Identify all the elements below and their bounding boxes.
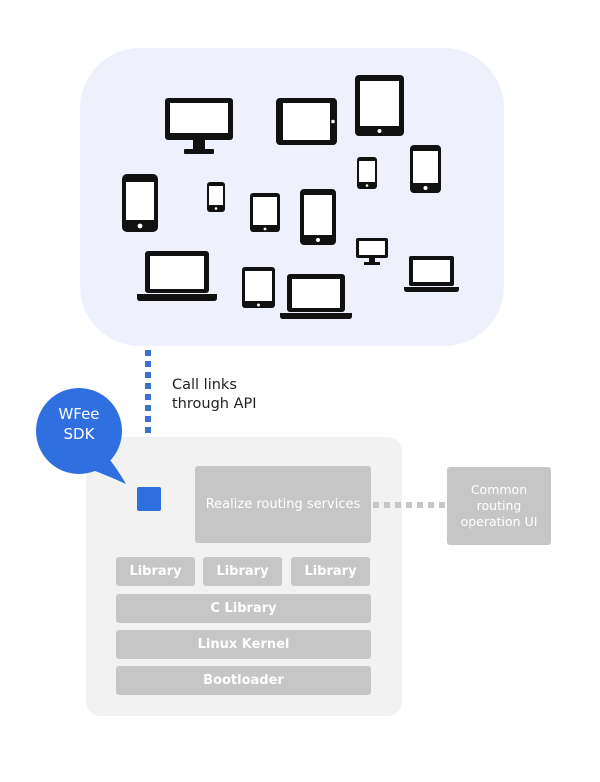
tablet-landscape-icon (275, 97, 338, 146)
library-box: Library (291, 557, 370, 586)
smartphone-icon (409, 144, 442, 194)
tablet-portrait-icon (241, 266, 276, 309)
smartphone-icon (356, 156, 378, 190)
api-call-label: Call links through API (172, 377, 257, 412)
routing-ui-connector (373, 502, 445, 508)
laptop-icon (137, 250, 217, 302)
laptop-icon (404, 255, 459, 293)
sdk-bubble-tail (70, 436, 126, 484)
smartphone-icon (121, 173, 159, 233)
tablet-portrait-icon (249, 192, 281, 233)
laptop-icon (280, 273, 352, 320)
sdk-module (137, 487, 161, 511)
library-box: Library (203, 557, 282, 586)
tablet-portrait-icon (299, 188, 337, 246)
linux-kernel-layer: Linux Kernel (116, 630, 371, 659)
api-connector-line (145, 350, 151, 484)
bootloader-layer: Bootloader (116, 666, 371, 695)
common-routing-ui-box: Common routing operation UI (447, 467, 551, 545)
library-box: Library (116, 557, 195, 586)
routing-services-box: Realize routing services (195, 466, 371, 543)
smartphone-icon (206, 181, 226, 213)
monitor-icon (355, 237, 389, 267)
monitor-icon (164, 97, 234, 156)
sdk-bubble-label: WFee SDK (58, 405, 100, 443)
tablet-portrait-icon (354, 74, 405, 137)
c-library-layer: C Library (116, 594, 371, 623)
